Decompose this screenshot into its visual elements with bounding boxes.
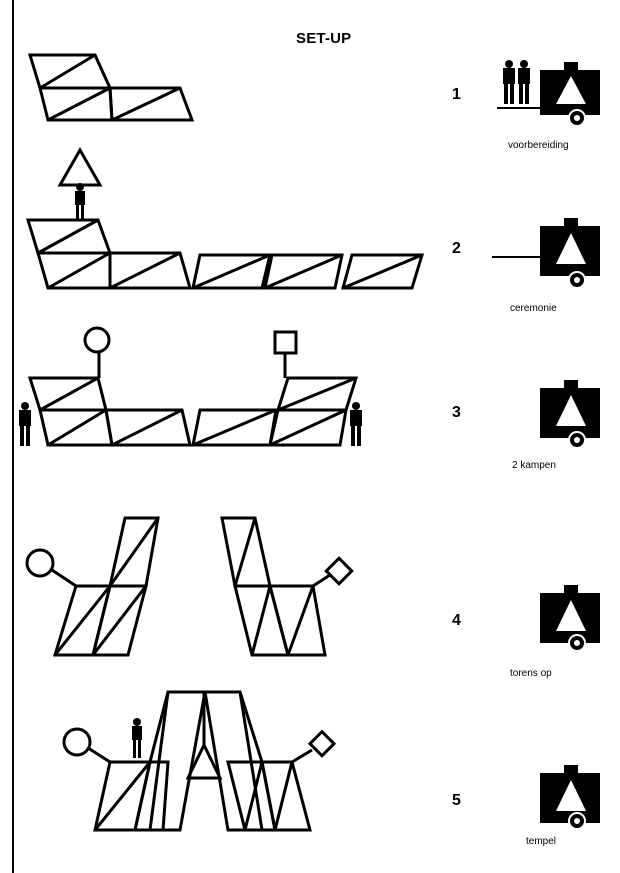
step2-triangle-sign bbox=[60, 150, 100, 185]
step-number-3: 3 bbox=[452, 404, 461, 422]
square-flag-icon bbox=[326, 558, 351, 583]
step-number-2: 2 bbox=[452, 240, 461, 258]
trailer-icon bbox=[540, 62, 600, 126]
person-icon bbox=[518, 60, 530, 104]
step-caption-1: voorbereiding bbox=[508, 140, 569, 151]
trailer-icon bbox=[540, 218, 600, 288]
circle-flag-icon bbox=[64, 729, 90, 755]
person-icon bbox=[19, 402, 31, 446]
circle-flag-icon bbox=[85, 328, 109, 352]
step-caption-4: torens op bbox=[510, 668, 552, 679]
step5-temple bbox=[64, 692, 334, 830]
trailer-icon bbox=[540, 380, 600, 448]
person-icon bbox=[503, 60, 515, 104]
step4-left-tower bbox=[27, 518, 158, 655]
step2-structure bbox=[28, 220, 422, 288]
person-icon bbox=[132, 718, 142, 758]
person-icon bbox=[75, 183, 85, 219]
step-number-4: 4 bbox=[452, 612, 461, 630]
step3-structure bbox=[30, 328, 356, 445]
person-icon bbox=[350, 402, 362, 446]
step-caption-2: ceremonie bbox=[510, 303, 557, 314]
step1-structure bbox=[30, 55, 192, 120]
page-title: SET-UP bbox=[296, 30, 351, 47]
square-flag-icon bbox=[275, 332, 296, 353]
step4-right-tower bbox=[222, 518, 352, 655]
step-caption-5: tempel bbox=[526, 836, 556, 847]
circle-flag-icon bbox=[27, 550, 53, 576]
square-flag-icon bbox=[310, 732, 334, 756]
trailer-icon bbox=[540, 585, 600, 651]
step-caption-3: 2 kampen bbox=[512, 460, 556, 471]
trailer-icon bbox=[540, 765, 600, 829]
step-number-1: 1 bbox=[452, 86, 461, 104]
step-number-5: 5 bbox=[452, 792, 461, 810]
